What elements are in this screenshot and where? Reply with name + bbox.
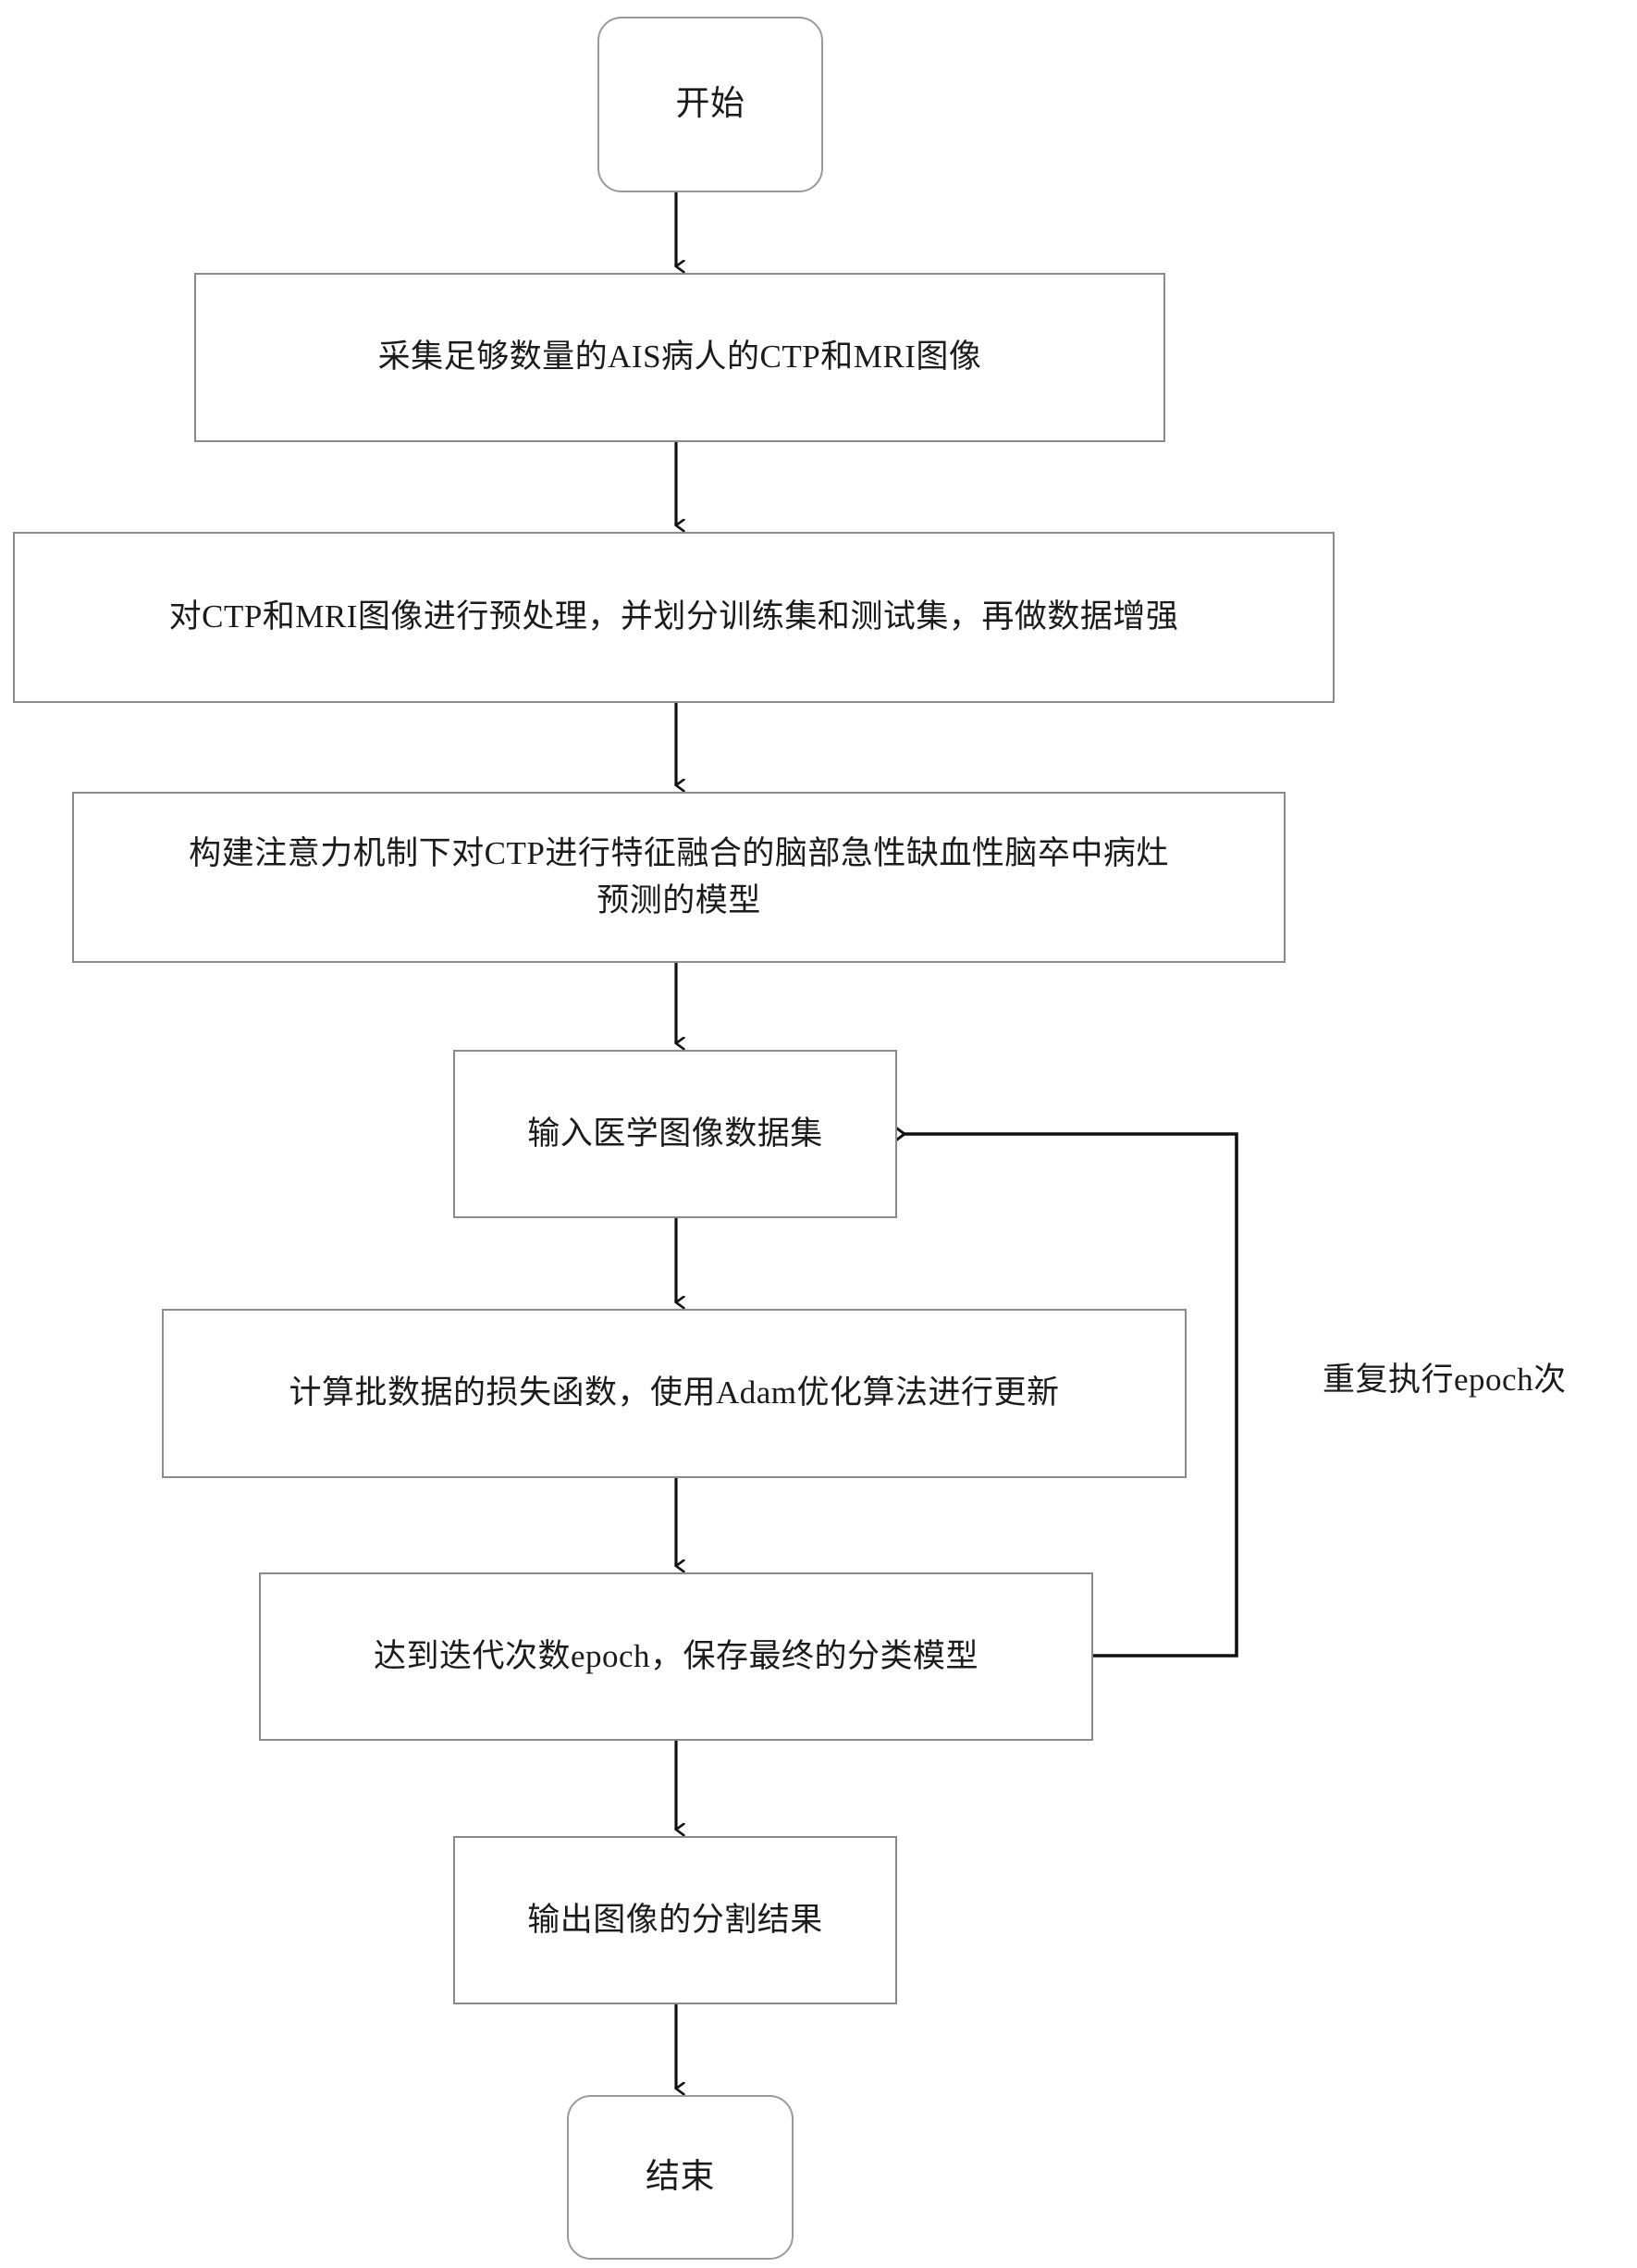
- node-reach-epoch-save-model[interactable]: 达到迭代次数epoch，保存最终的分类模型: [259, 1572, 1093, 1741]
- node-end-label: 结束: [646, 2158, 715, 2197]
- node-collect-data-label: 采集足够数量的AIS病人的CTP和MRI图像: [377, 339, 982, 376]
- node-reach-epoch-save-model-label: 达到迭代次数epoch，保存最终的分类模型: [373, 1637, 979, 1674]
- node-start-label: 开始: [675, 85, 745, 124]
- node-output-segmentation[interactable]: 输出图像的分割结果: [453, 1836, 897, 2004]
- node-compute-loss-adam[interactable]: 计算批数据的损失函数，使用Adam优化算法进行更新: [162, 1309, 1187, 1478]
- node-input-dataset[interactable]: 输入医学图像数据集: [453, 1050, 897, 1218]
- node-compute-loss-adam-label: 计算批数据的损失函数，使用Adam优化算法进行更新: [289, 1374, 1060, 1411]
- loop-label: 重复执行epoch次: [1323, 1362, 1567, 1398]
- node-input-dataset-label: 输入医学图像数据集: [527, 1115, 823, 1152]
- node-build-model-label: 构建注意力机制下对CTP进行特征融合的脑部急性缺血性脑卒中病灶 预测的模型: [189, 834, 1169, 918]
- node-preprocess-split-augment-label: 对CTP和MRI图像进行预处理，并划分训练集和测试集，再做数据增强: [168, 598, 1179, 635]
- node-collect-data[interactable]: 采集足够数量的AIS病人的CTP和MRI图像: [194, 273, 1165, 442]
- node-start[interactable]: 开始: [597, 17, 823, 192]
- node-preprocess-split-augment[interactable]: 对CTP和MRI图像进行预处理，并划分训练集和测试集，再做数据增强: [13, 532, 1335, 703]
- node-end[interactable]: 结束: [567, 2095, 794, 2260]
- node-output-segmentation-label: 输出图像的分割结果: [527, 1901, 823, 1938]
- node-build-model[interactable]: 构建注意力机制下对CTP进行特征融合的脑部急性缺血性脑卒中病灶 预测的模型: [72, 792, 1286, 963]
